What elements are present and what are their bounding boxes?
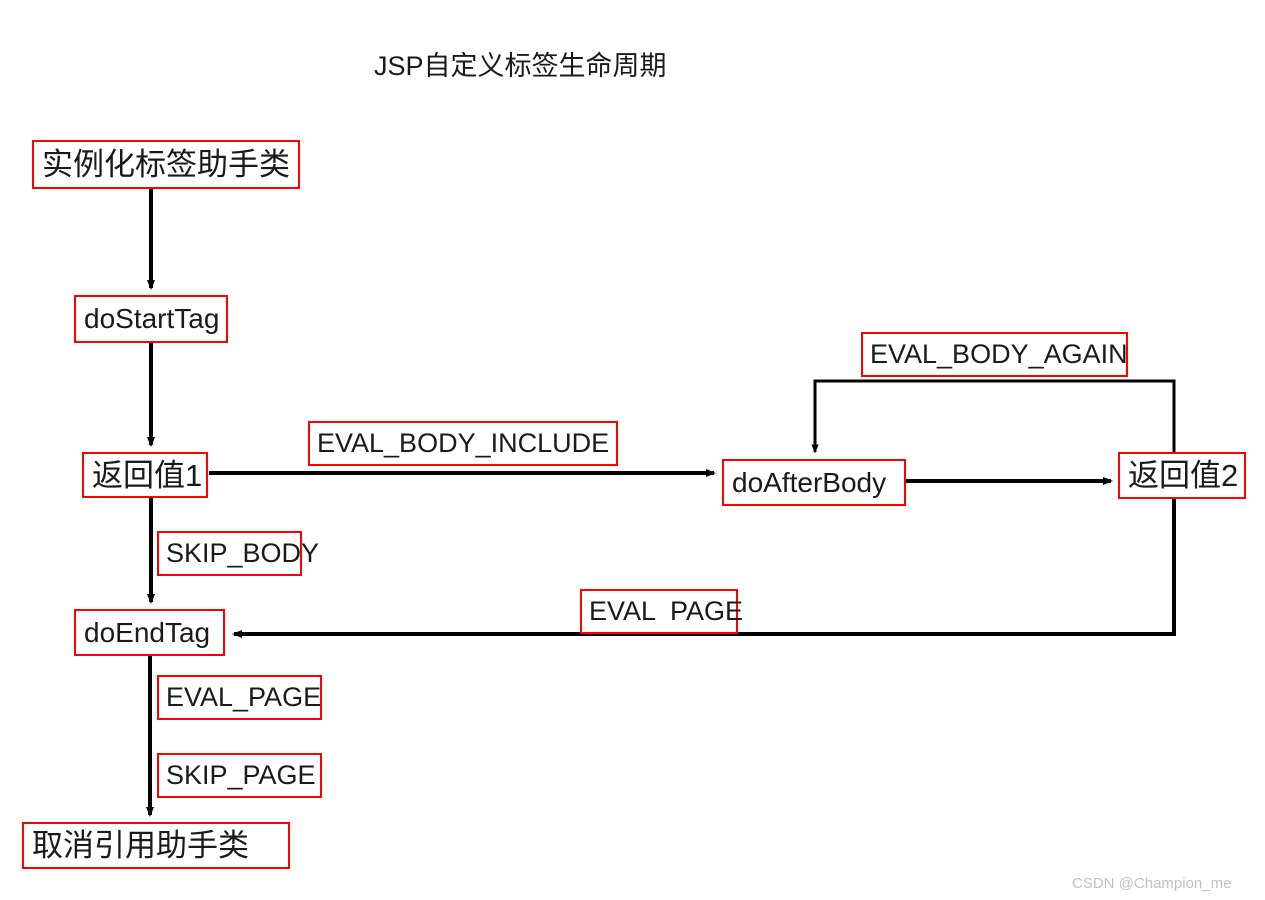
node-doafterbody[interactable]: doAfterBody <box>722 459 906 506</box>
edge-label-eval-body-again: EVAL_BODY_AGAIN <box>861 332 1128 377</box>
node-return2[interactable]: 返回值2 <box>1118 452 1246 499</box>
edge-return2-to-doendtag <box>232 499 1176 638</box>
node-release[interactable]: 取消引用助手类 <box>22 822 290 869</box>
page-title: JSP自定义标签生命周期 <box>374 51 667 81</box>
edge-label-eval-page: EVAL_PAGE <box>157 675 322 720</box>
watermark: CSDN @Champion_me <box>1072 875 1232 892</box>
edge-label-eval-body-include: EVAL_BODY_INCLUDE <box>308 421 618 466</box>
edge-label-skip-page: SKIP_PAGE <box>157 753 322 798</box>
edge-label-skip-body: SKIP_BODY <box>157 531 319 576</box>
node-doendtag[interactable]: doEndTag <box>74 609 225 656</box>
node-return1[interactable]: 返回值1 <box>82 452 208 498</box>
node-instantiate[interactable]: 实例化标签助手类 <box>32 140 300 189</box>
edge-label-eval-page-return: EVAL PAGE <box>580 589 743 634</box>
edge-return2-to-doafterbody-loop <box>811 379 1176 454</box>
node-dostarttag[interactable]: doStartTag <box>74 295 228 343</box>
